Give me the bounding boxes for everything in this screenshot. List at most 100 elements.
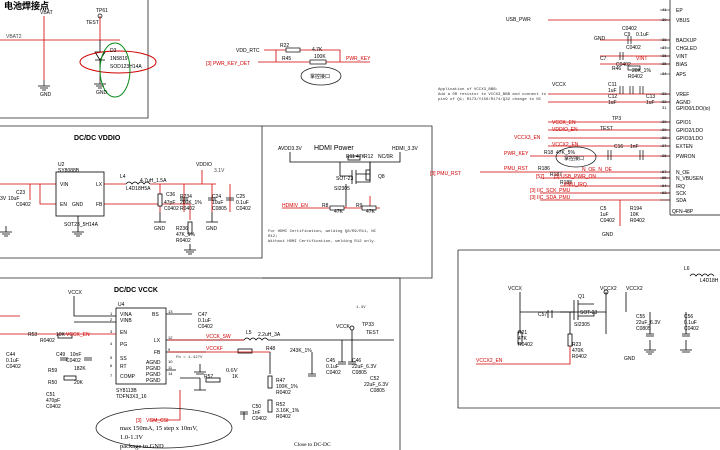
mosfet-icon [340,162,371,184]
q1-part: SI2305 [574,322,590,328]
rtc-note: 掌控接口 [310,73,330,80]
vccx3-note-line1: Application of VCCX3_BBB: [438,87,498,92]
v13-label: 1.3V [356,306,366,310]
r47-package: R0402 [276,390,291,396]
r57-label: R57 [204,374,213,380]
c24-package: C0805 [212,206,227,212]
c23-value: 10uF [8,196,19,202]
c50-label: C50 [252,404,261,410]
r21-package: R0402 [518,342,533,348]
r59-value: 182K [74,366,86,372]
q1-package: SOT-23 [580,310,597,316]
c7-package: C0402 [616,62,631,68]
r9-label: R9 [356,203,363,209]
c56-value: 0.1uF [684,320,697,326]
vgm-csi-net: VGM_CSI [146,418,169,424]
c47-package: C0402 [198,324,213,330]
r234-value: 200K_1% [180,200,202,206]
c46-value: 22uF_6.3V [352,364,377,370]
r236-value: 47K_1% [176,232,195,238]
v06-label: 0.6V [226,368,239,374]
r52-value: 3.16K_1% [276,408,300,414]
c56-label: C56 [684,314,693,320]
pmu-pin-number: 39 [662,17,667,22]
r53-value: 10K [56,332,66,338]
vddio-frame [0,125,263,259]
pmu-pin-number: 31 [662,105,667,110]
u4-pin-number: 10 [168,359,173,364]
vccx2-en-net: VCCX2_EN [552,142,579,148]
c56-package: C0402 [684,326,699,332]
r11-label: R11 [346,154,355,160]
q1-label: Q1 [578,294,585,300]
pmu-pin-label: EP [676,8,683,14]
c36-label: C36 [166,192,175,198]
c13-label: C13 [646,94,655,100]
c55-value: 22uF_6.3V [636,320,661,326]
r46-package: R0402 [628,74,643,80]
inductor-icon [243,337,269,341]
c5-value: 1uF [600,212,609,218]
r22-value: 4.7K [312,47,323,53]
pmu-pin-number: 34 [662,71,667,76]
u2-part: SY8088B [58,168,80,174]
r234-package: R0402 [180,206,195,212]
l6-package: L4D18H [700,278,719,284]
u4-pin-number: 7 [110,373,113,378]
vccx3-note-line3: pin9 of Q1; R173/Y156/R174/Q32 change to… [438,97,542,102]
u2-label: U2 [58,162,65,168]
usb-pwr-on-net: [3] USB_PWR_ON [554,174,596,180]
r21-label: R21 [518,330,527,336]
pmu-note: 掌控接口 [564,155,584,162]
usb-pwr-label: USB_PWR [506,17,531,23]
tp3-test-label: TEST [600,126,613,132]
r12-value: NC/0R [378,154,393,160]
r47-label: R47 [276,378,285,384]
vccx3-note-line2: Add a 0R resistor to VCCX3_BBB and conne… [438,92,547,97]
c9-package: C0402 [626,45,641,51]
c52-package: C0805 [370,388,385,394]
highlight-ring [555,146,597,168]
highlight-ring [300,66,342,86]
r45-value: 100K [314,54,326,60]
c36-value: 47pF [164,200,175,206]
vddio-section-title: DC/DC VDDIO [74,135,121,142]
u4-pin-number: 3 [110,329,113,334]
q8-package: SOT-23 [336,176,353,182]
vgm-note-line1: max 150mA, 15 step x 10mV, [120,425,198,432]
r186-label: R186 [538,166,550,172]
r23-package: R0402 [572,354,587,360]
d3-label: D3 [110,48,117,54]
u4-label: U4 [118,302,125,308]
u4-pin-fb: FB [154,350,161,356]
c57-label: C57 [538,312,547,318]
vccx-label: VCCX [68,290,83,296]
vccx2-net: VCCX2 [626,286,643,292]
vgm-note-line2: 1.0-1.3V [120,434,143,441]
hdmiv-en-net: HDMIV_EN [282,203,308,209]
pmu-pin-label: AGND [676,100,691,106]
r48-label: R48 [266,346,275,352]
u4-pin-pgnd: PGND [146,366,161,372]
r11-value: 47K [356,154,366,160]
pmu-pin-label: APS [676,72,687,78]
r57-value: 1K [232,374,239,380]
u4-pin-number: 5 [110,355,113,360]
hdmi-note-line2: R12; [268,235,278,239]
r18-label: R18 [544,150,553,156]
iic-sda-net: [3] IIC_SDA_PMU [530,195,571,201]
r21-value: 47K [518,336,528,342]
pmu-pin-label: EXTEN [676,144,693,150]
u4-part: SY8113B [116,388,137,394]
u4-pin-pgnd: PGND [146,378,161,384]
u4-pin-number: 13 [168,309,173,314]
pmu-rst-label: PMU_RST [504,166,528,172]
c24-label: C24 [212,194,221,200]
r188-label: R188 [560,180,572,186]
c12-value: 1uF [608,100,617,106]
r47-value: 100K_1% [276,384,298,390]
qfn-package: QFN-48P [672,209,694,215]
r53-package: R0402 [40,338,55,344]
pwr-key-det-net: [3] PWR_KEY_DET [206,61,250,67]
u4-pin-vina: VINA [120,312,132,318]
